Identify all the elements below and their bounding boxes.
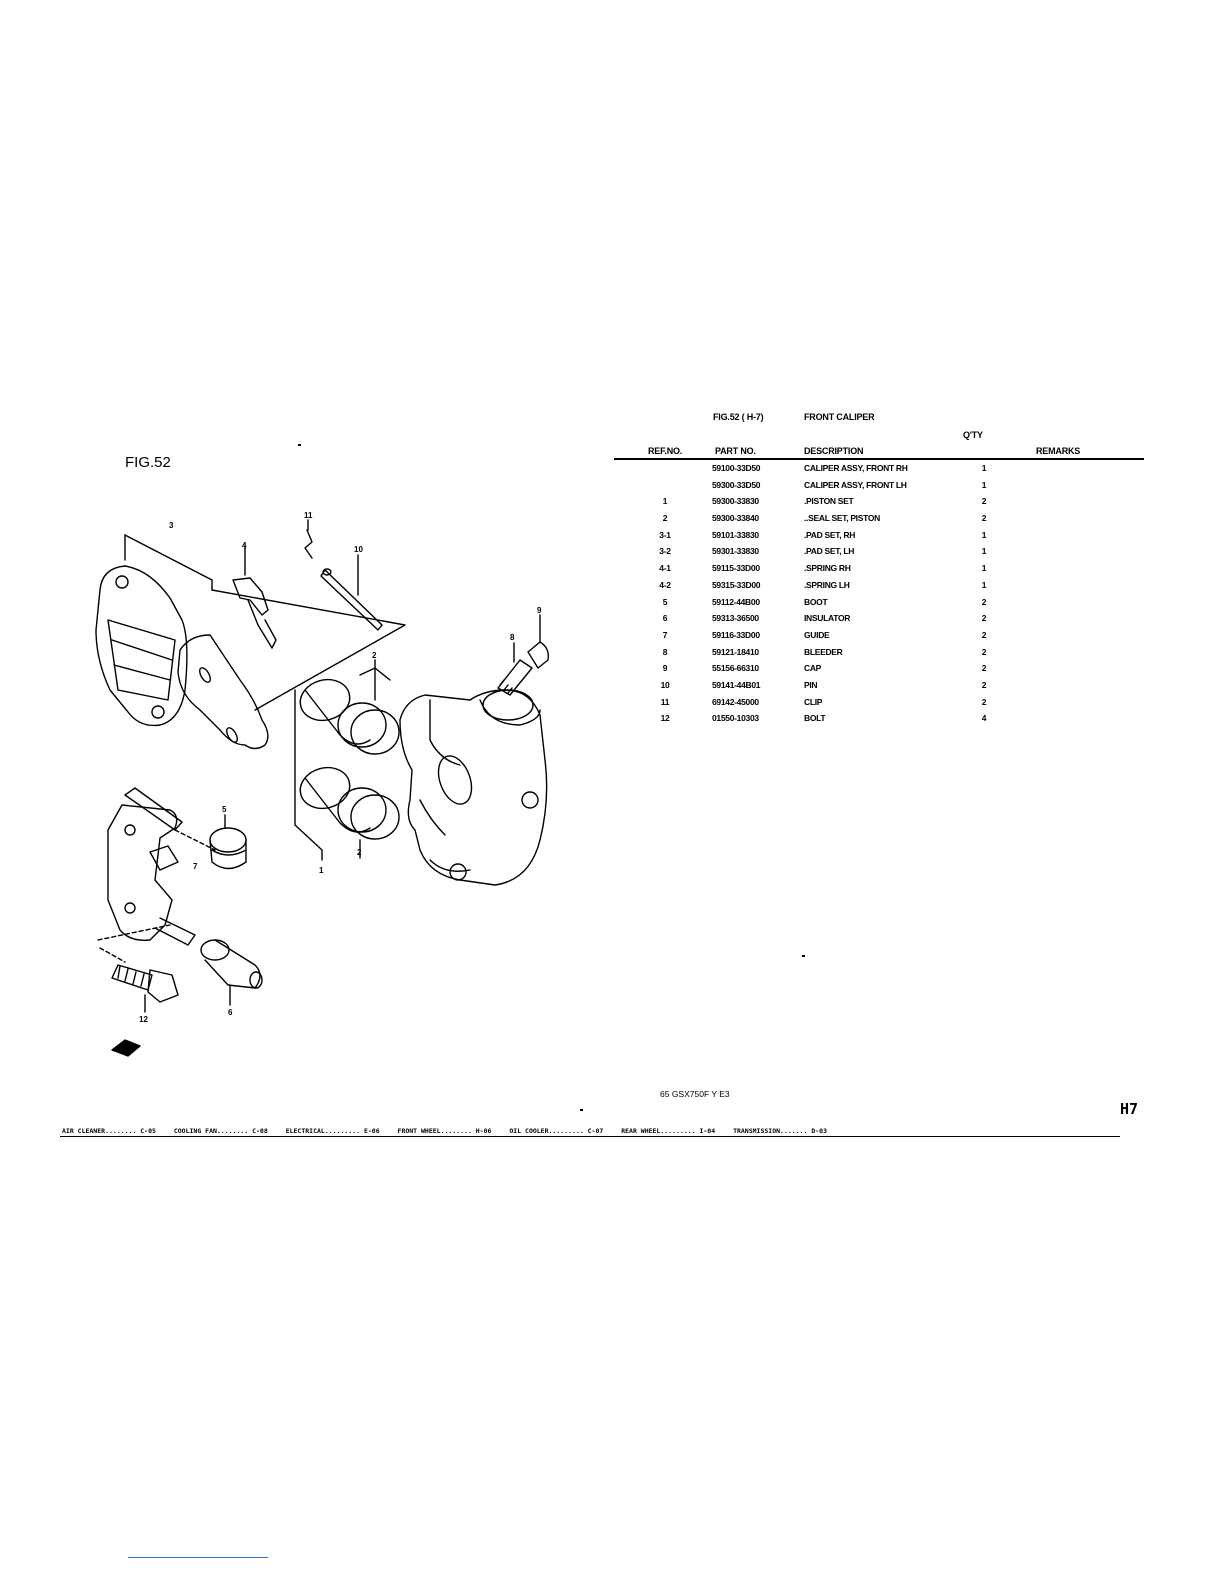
callout-3: 3 — [169, 521, 174, 530]
pistons — [294, 678, 371, 861]
column-part-no: PART NO. — [715, 446, 756, 456]
section-index: AIR CLEANER........ C-05 COOLING FAN....… — [62, 1127, 841, 1135]
brake-pad-outer — [95, 565, 188, 727]
callout-2a: 2 — [372, 651, 377, 660]
callout-7: 7 — [193, 862, 198, 871]
dust-boot — [209, 814, 247, 870]
index-entry[interactable]: REAR WHEEL......... I-04 — [621, 1127, 716, 1135]
pad-pin — [304, 519, 383, 631]
front-arrow-icon — [111, 1039, 141, 1057]
index-entry[interactable]: TRANSMISSION....... D-03 — [733, 1127, 827, 1135]
column-ref-no: REF.NO. — [648, 446, 683, 456]
index-entry[interactable]: OIL COOLER......... C-07 — [509, 1127, 604, 1135]
footer-link-underline[interactable] — [128, 1557, 268, 1558]
bleeder-valve — [497, 614, 550, 696]
column-qty: Q'TY — [963, 430, 983, 440]
callout-2b: 2 — [357, 848, 362, 857]
brake-pad-inner — [177, 634, 269, 750]
callout-4: 4 — [242, 541, 247, 550]
figure-label: FIG.52 — [125, 454, 171, 471]
callout-6: 6 — [228, 1008, 233, 1017]
piston-seals — [337, 659, 400, 859]
table-title: FRONT CALIPER — [804, 412, 875, 422]
callout-11: 11 — [304, 511, 313, 520]
column-remarks: REMARKS — [1036, 446, 1081, 456]
insulator — [200, 939, 263, 1006]
figure-reference: FIG.52 ( H-7) — [713, 412, 764, 422]
mounting-bolt — [111, 964, 179, 1013]
pad-spring — [232, 544, 277, 649]
index-entry[interactable]: FRONT WHEEL........ H-06 — [397, 1127, 492, 1135]
callout-5: 5 — [222, 805, 227, 814]
index-entry[interactable]: AIR CLEANER........ C-05 — [62, 1127, 156, 1135]
caliper-bracket — [107, 787, 196, 946]
model-code: 65 GSX750F Y E3 — [660, 1089, 730, 1099]
callout-10: 10 — [354, 545, 363, 554]
callout-8: 8 — [510, 633, 515, 642]
caliper-body — [399, 689, 548, 886]
scan-speck — [580, 1109, 583, 1111]
index-entry[interactable]: COOLING FAN........ C-08 — [173, 1127, 268, 1135]
index-divider — [60, 1136, 1120, 1137]
callout-9: 9 — [537, 606, 542, 615]
scan-speck — [802, 955, 805, 957]
caliper-exploded-diagram: 3 4 11 10 9 8 2 2 1 5 7 6 12 — [95, 511, 550, 1057]
callout-12: 12 — [139, 1015, 148, 1024]
callout-1: 1 — [319, 866, 324, 875]
header-divider — [614, 458, 1144, 460]
scan-speck — [298, 444, 301, 446]
index-entry[interactable]: ELECTRICAL......... E-06 — [285, 1127, 380, 1135]
page-code: H7 — [1120, 1100, 1139, 1118]
column-description: DESCRIPTION — [804, 446, 864, 456]
